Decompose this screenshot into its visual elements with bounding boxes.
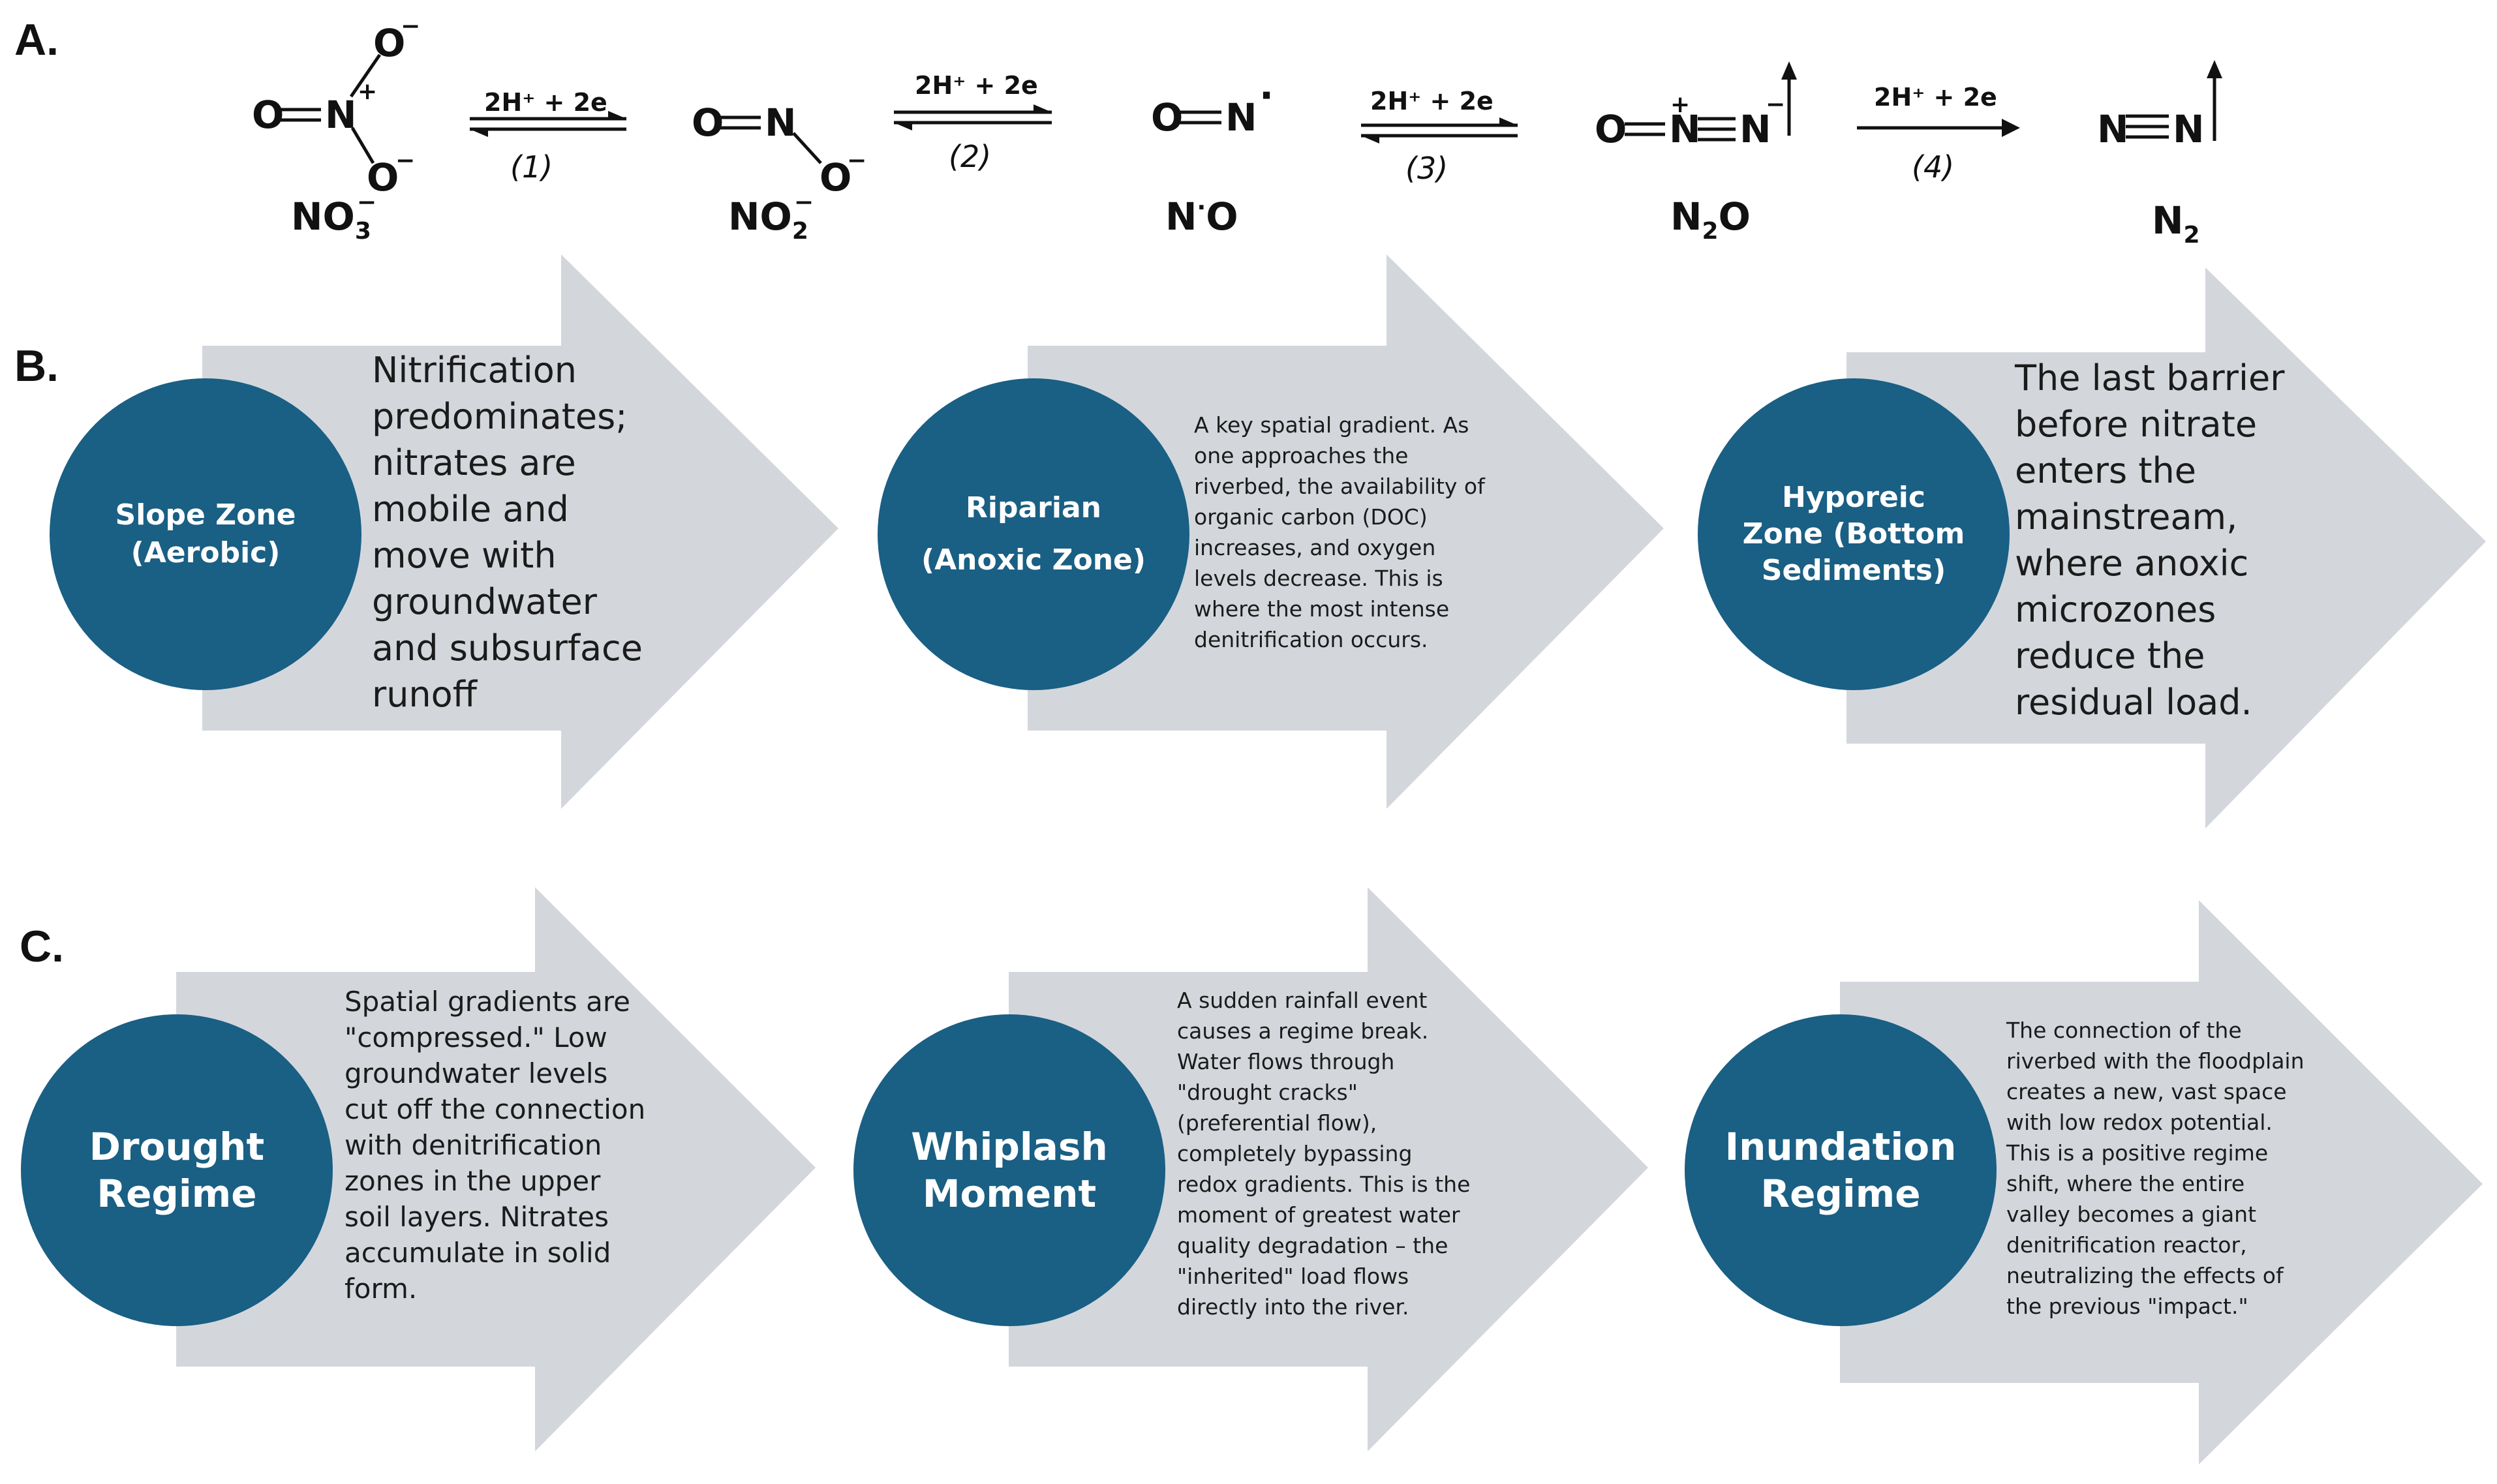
nitrous-oxide-structure	[1625, 72, 1791, 142]
panel-label-a: A.	[14, 15, 59, 65]
svg-text:O: O	[1595, 107, 1627, 151]
reagent-step-2: 2H⁺ + 2e	[915, 71, 1038, 100]
svg-text:N: N	[325, 93, 357, 137]
regime-title-whiplash: Whiplash Moment	[853, 1014, 1165, 1326]
zone-title-hyporeic: Hyporeic Zone (Bottom Sediments)	[1698, 378, 2010, 690]
nitric-oxide-structure	[1178, 110, 1221, 125]
svg-text:O: O	[1151, 95, 1183, 140]
panel-label-b: B.	[14, 341, 59, 391]
zone-text-slope: Nitrification predominates; nitrates are…	[372, 350, 643, 715]
svg-text:+: +	[358, 78, 377, 105]
equilibrium-arrow-1	[470, 117, 626, 131]
reagent-step-4: 2H⁺ + 2e	[1874, 83, 1997, 112]
nitrogen-reduction-scheme: O N + O − O − O N O − O N · O N + N − N …	[252, 13, 2222, 249]
svg-text:O: O	[367, 155, 399, 200]
svg-text:−: −	[847, 147, 866, 174]
regime-title-inundation: Inundation Regime	[1685, 1014, 1997, 1326]
svg-text:O: O	[820, 155, 851, 200]
step-label-2: (2)	[949, 139, 991, 174]
arrow-shape	[1028, 254, 1664, 809]
species-nitrous-oxide: N2O	[1670, 194, 1751, 245]
arrow-shape	[176, 887, 816, 1451]
svg-text:−: −	[395, 147, 415, 174]
arrow-shape	[202, 254, 838, 809]
reagent-step-3: 2H⁺ + 2e	[1370, 87, 1494, 115]
svg-text:O: O	[692, 100, 724, 145]
regime-text-drought: Spatial gradients are "compressed." Low …	[345, 986, 646, 1305]
species-dinitrogen: N2	[2152, 198, 2200, 249]
zone-text-riparian: A key spatial gradient. As one approache…	[1194, 412, 1485, 652]
svg-text:N: N	[1225, 95, 1257, 140]
arrow-shape	[1846, 267, 2486, 828]
species-nitrite: NO2−	[728, 189, 814, 245]
regime-card-inundation: Inundation Regime The connection of the …	[1677, 900, 2486, 1474]
zone-title-slope: Slope Zone (Aerobic)	[50, 378, 361, 690]
regime-title-drought: Drought Regime	[21, 1014, 333, 1326]
zone-text-hyporeic: The last barrier before nitrate enters t…	[2015, 357, 2285, 723]
svg-text:−: −	[401, 13, 420, 40]
arrow-shape	[1009, 887, 1648, 1451]
svg-text:·: ·	[1259, 73, 1274, 117]
nitrate-structure	[279, 53, 382, 164]
zone-card-hyporeic: Hyporeic Zone (Bottom Sediments) The las…	[1690, 267, 2492, 835]
reagent-step-1: 2H⁺ + 2e	[484, 88, 607, 117]
zone-title-riparian: Riparian (Anoxic Zone)	[878, 378, 1189, 690]
panel-label-c: C.	[20, 922, 64, 971]
svg-text:O: O	[252, 93, 284, 137]
regime-text-whiplash: A sudden rainfall event causes a regime …	[1177, 988, 1471, 1320]
svg-text:N: N	[765, 100, 797, 145]
svg-text:+: +	[1670, 91, 1690, 118]
arrow-shape	[1840, 900, 2483, 1464]
svg-text:N: N	[1669, 107, 1701, 151]
zone-card-riparian: Riparian (Anoxic Zone) A key spatial gra…	[865, 254, 1674, 822]
dinitrogen-structure	[2126, 70, 2216, 141]
regime-card-drought: Drought Regime Spatial gradients are "co…	[13, 887, 822, 1461]
svg-text:O: O	[373, 21, 405, 65]
svg-text:N: N	[2097, 107, 2129, 151]
svg-text:−: −	[1766, 91, 1785, 118]
equilibrium-arrow-2	[894, 110, 1052, 125]
step-label-1: (1)	[510, 149, 553, 185]
equilibrium-arrow-3	[1361, 123, 1518, 138]
nitrite-structure	[719, 115, 822, 164]
species-nitrate: NO3−	[291, 189, 376, 245]
svg-text:N: N	[1739, 107, 1771, 151]
step-label-4: (4)	[1912, 149, 1954, 185]
regime-text-inundation: The connection of the riverbed with the …	[2006, 1018, 2305, 1319]
step-label-3: (3)	[1405, 151, 1448, 186]
svg-text:N: N	[2173, 107, 2205, 151]
species-nitric-oxide: N·O	[1165, 194, 1238, 239]
regime-card-whiplash: Whiplash Moment A sudden rainfall event …	[846, 887, 1655, 1461]
zone-card-slope: Slope Zone (Aerobic) Nitrification predo…	[39, 254, 848, 822]
